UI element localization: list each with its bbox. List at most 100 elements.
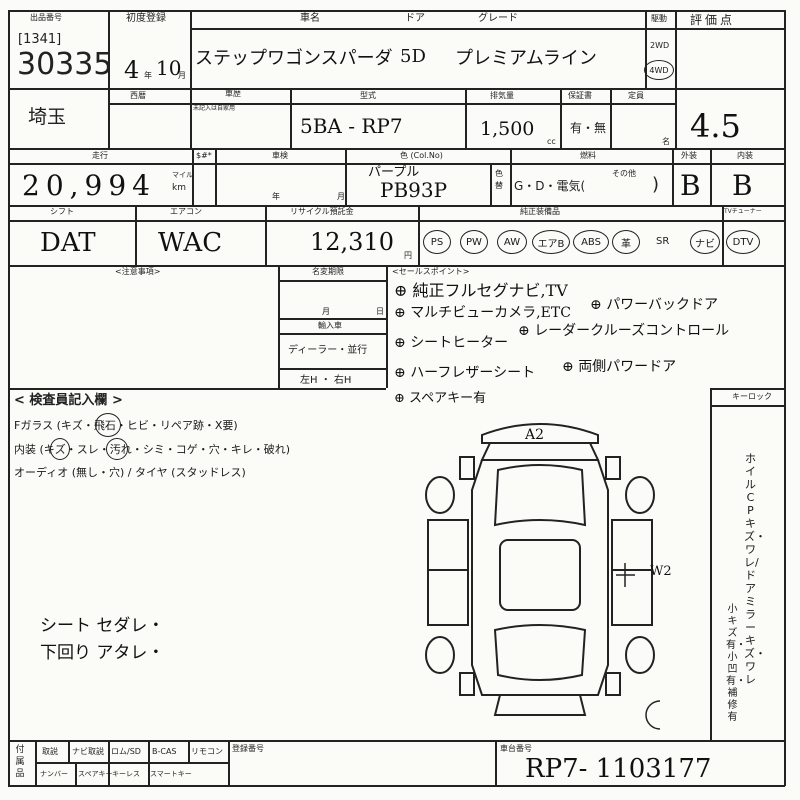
left-doors	[427, 519, 469, 626]
v-r3-f	[672, 148, 674, 205]
h-f-mid	[35, 762, 228, 764]
acc-plate: ナンバー	[40, 770, 68, 778]
model-label: 型式	[360, 91, 376, 100]
era-label: 西暦	[130, 91, 146, 100]
v-right-col	[710, 388, 712, 740]
aircon: WAC	[158, 228, 223, 258]
v-r2-c	[290, 88, 292, 148]
fuel-options: G・D・電気(	[514, 179, 586, 193]
mileage: 20,994	[22, 169, 156, 202]
v-r5-b	[386, 265, 388, 388]
score-value: 4.5	[690, 107, 741, 145]
rule-row3	[8, 205, 785, 207]
v-r1-d	[675, 10, 677, 88]
right-doors	[611, 519, 653, 626]
keylock-label: キーロック	[732, 392, 772, 401]
car-name-label: 車名	[300, 13, 320, 24]
h-r1-score	[675, 28, 785, 30]
sales-point-2: ⊕ マルチビューカメラ,ETC	[394, 305, 571, 321]
rule-footer	[8, 740, 785, 742]
rear-spoiler	[481, 423, 599, 444]
h-r1-sub	[190, 28, 645, 30]
v-r1-a	[108, 10, 110, 88]
v-f-4	[188, 740, 190, 762]
fuel-close: )	[652, 174, 660, 195]
exterior-label: 外装	[681, 151, 697, 160]
equipment-navi: ナビ	[690, 230, 720, 254]
capacity-unit: 名	[662, 137, 670, 146]
glass-condition: Fガラス (キズ・飛石・ヒビ・リペア跡・X要)	[14, 419, 238, 432]
wheel-front-left	[425, 636, 455, 674]
displacement-label: 排気量	[490, 91, 514, 100]
v-r2-d	[465, 88, 467, 148]
sales-point-8: ⊕ スペアキー有	[394, 391, 487, 406]
interior-label: 内装	[737, 151, 753, 160]
sales-point-2-text: マルチビューカメラ,ETC	[410, 305, 571, 321]
drive-option-2wd: 2WD	[650, 41, 670, 50]
car-name: ステップワゴンスパーダ	[195, 48, 393, 69]
v-f-2	[108, 740, 110, 762]
equipment-navi-label: ナビ	[695, 238, 715, 250]
v-r4-d	[722, 205, 724, 265]
v-r3-e	[510, 148, 512, 205]
wheel-rear-left	[425, 476, 455, 514]
warranty-label: 保証書	[568, 91, 592, 100]
equipment-airbag-label: エアB	[537, 238, 565, 250]
equipment-aw-label: AW	[503, 236, 521, 248]
border-bottom	[8, 785, 785, 787]
h-r5-a	[278, 280, 386, 282]
color-code: PB93P	[380, 178, 448, 202]
v-r3-a	[192, 148, 194, 205]
grade: プレミアムライン	[455, 48, 597, 69]
equipment-pw: PW	[460, 230, 488, 254]
drive-option-4wd-circled: 4WD	[644, 60, 674, 80]
steering-label: 左H ・ 右H	[300, 375, 352, 386]
equipment-dtv-label: DTV	[732, 236, 754, 248]
year-unit: 年	[144, 71, 152, 80]
v-r4-a	[135, 205, 137, 265]
rule-row5-left	[8, 388, 386, 390]
interior-scratch-circled	[50, 438, 70, 460]
legend-small-damage: 小キズ有・小凹有・補修有	[726, 604, 746, 723]
drive-option-4wd: 4WD	[649, 65, 669, 75]
import-label: 輸入車	[318, 321, 342, 330]
equipment-abs-label: ABS	[581, 236, 601, 248]
fuel-label: 燃料	[580, 151, 596, 160]
recycle-label: リサイクル預託金	[290, 207, 354, 216]
windshield	[493, 624, 587, 681]
lot-number: 30335	[17, 47, 113, 82]
v-r3-d	[490, 163, 492, 205]
aircon-label: エアコン	[170, 207, 202, 216]
spare-circle	[645, 700, 660, 730]
equipment-ps: PS	[423, 230, 451, 254]
equipment-sr: SR	[656, 236, 670, 247]
capacity-label: 定員	[628, 91, 644, 100]
sales-point-5: ⊕ レーダークルーズコントロール	[518, 323, 730, 339]
accessory-label: 付属品	[15, 745, 25, 779]
mileage-unit-km: km	[172, 183, 186, 193]
v-r2-g	[675, 88, 677, 148]
equipment-pw-label: PW	[466, 236, 482, 248]
rule-row1	[8, 88, 785, 90]
inspector-note-2: 下回り アタレ・	[40, 643, 165, 663]
warranty-options: 有・無	[570, 121, 607, 135]
wheel-front-right	[625, 636, 655, 674]
wheel-rear-right	[625, 476, 655, 514]
displacement: 1,500	[480, 118, 535, 140]
h-keylock	[710, 405, 785, 407]
sales-point-5-text: レーダークルーズコントロール	[534, 323, 730, 339]
color-change-label: 色替	[495, 169, 503, 190]
equipment-leather: 革	[612, 230, 640, 254]
mileage-label: 走行	[92, 151, 108, 160]
equipment-airbag: エアB	[532, 230, 570, 254]
doors: 5D	[400, 46, 426, 67]
inspection-year-unit: 年	[272, 192, 280, 201]
equipment-ps-label: PS	[430, 236, 444, 248]
sales-point-1-text: 純正フルセグナビ,TV	[412, 281, 568, 300]
color-label: 色 (Col.No)	[400, 151, 443, 160]
v-r3-b	[215, 148, 217, 205]
fuel-other: その他	[612, 169, 636, 178]
rear-window	[493, 464, 587, 527]
shift: DAT	[40, 228, 96, 258]
v-r1-c	[645, 10, 647, 88]
